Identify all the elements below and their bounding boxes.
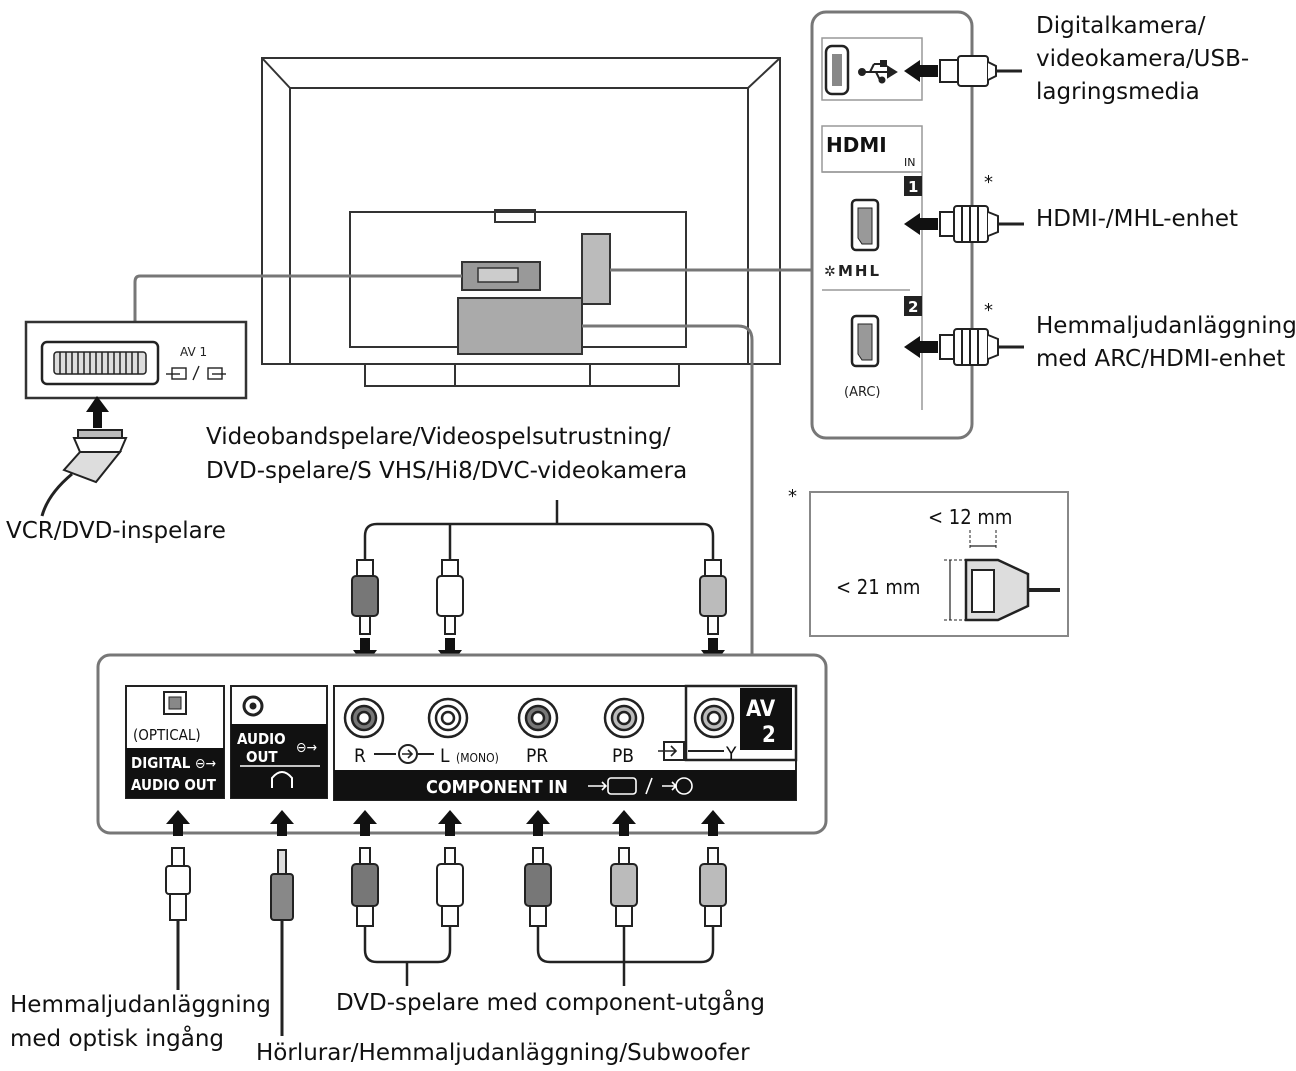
usb-icon [858,60,898,84]
scart-arrow [86,396,109,428]
mhl-star-icon: ✲ [824,264,836,280]
audio-label: AUDIO [237,730,286,748]
headphones-device-label: Hörlurar/Hemmaljudanläggning/Subwoofer [256,1040,750,1066]
hdmi-logo: HDMI [826,133,887,157]
jack-r-label: R [354,745,366,767]
rca-plug-bottom-pr [524,847,552,927]
hdmi-in-label: IN [904,156,915,169]
svg-text:1: 1 [908,178,918,196]
optical-plug-icon [165,847,191,990]
port1-badge [904,176,922,196]
arc-device-label: Hemmaljudanläggning med ARC/HDMI-enhet [1036,313,1296,372]
optical-device-label: Hemmaljudanläggning med optisk ingång [10,992,271,1052]
component-in-label: COMPONENT IN [426,777,568,798]
component-icon [607,777,637,795]
rca-plug-top-red [351,559,379,635]
usb-device-label: Digitalkamera/ videokamera/USB- lagrings… [1036,13,1250,105]
port2-badge [904,296,922,316]
bottom-port-block-tv [457,297,583,355]
rca-plug-top-yellow [699,559,727,635]
jack-mono-label: (MONO) [456,751,499,765]
plug-size-note [809,491,1069,637]
side-panel: HDMI IN 1 MHL ✲ 2 (ARC) [810,10,974,440]
digital-label: DIGITAL [131,754,191,772]
jack-y-label: Y [725,743,737,765]
jack-l-label: L [440,745,450,767]
tv-rear [261,57,781,387]
hdmi-mhl-device-label: HDMI-/MHL-enhet [1036,206,1239,232]
av1-label: AV 1 [180,345,207,359]
side-port-block-tv [581,233,611,305]
av1-panel: AV 1 [24,320,248,400]
hdmi-footnote-marker-2: * [984,300,993,321]
out-label: OUT [246,748,278,766]
hdmi-arrow-1 [904,213,938,235]
hdmi-plug-icon-1 [939,205,1024,243]
usb-plug-icon [939,55,1022,87]
av1-io-icon [166,365,226,381]
digital-out-icon: ⊖→ [195,756,216,772]
hdmi-footnote-marker-1: * [984,172,993,193]
jack-pb-label: PB [612,745,634,767]
rca-plug-top-white [436,559,464,635]
audio-out-icon: ⊖→ [296,740,317,756]
top-sources-label: Videobandspelare/Videospelsutrustning/ D… [206,424,688,484]
av-label: AV [746,697,776,722]
arc-label: (ARC) [844,385,881,400]
input-icon [675,777,693,795]
rca-plug-bottom-red [351,847,379,927]
hdmi-arrow-2 [904,336,938,358]
jack-pr-label: PR [526,745,548,767]
rca-plug-bottom-pb [610,847,638,927]
av-number: 2 [762,723,776,748]
plug-width-label: < 12 mm [928,505,1012,529]
bottom-panel [96,653,828,835]
plug-height-label: < 21 mm [836,575,920,599]
minijack-plug-icon [270,849,294,1036]
vcr-label: VCR/DVD-inspelare [6,518,226,544]
rca-plug-bottom-y [699,847,727,927]
mhl-label: MHL [838,262,881,280]
scart-plug-icon [40,429,128,517]
headphone-icon [271,771,293,788]
svg-text:2: 2 [908,298,918,316]
bottom-arrows [166,810,725,836]
usb-arrow [904,60,938,82]
optical-label: (OPTICAL) [133,726,201,744]
component-device-label: DVD-spelare med component-utgång [336,990,766,1016]
rca-plug-bottom-white [436,847,464,927]
hdmi-plug-icon-2 [939,328,1024,366]
plug-note-marker: * [788,486,797,507]
digital-audio-out-label: AUDIO OUT [131,776,217,794]
